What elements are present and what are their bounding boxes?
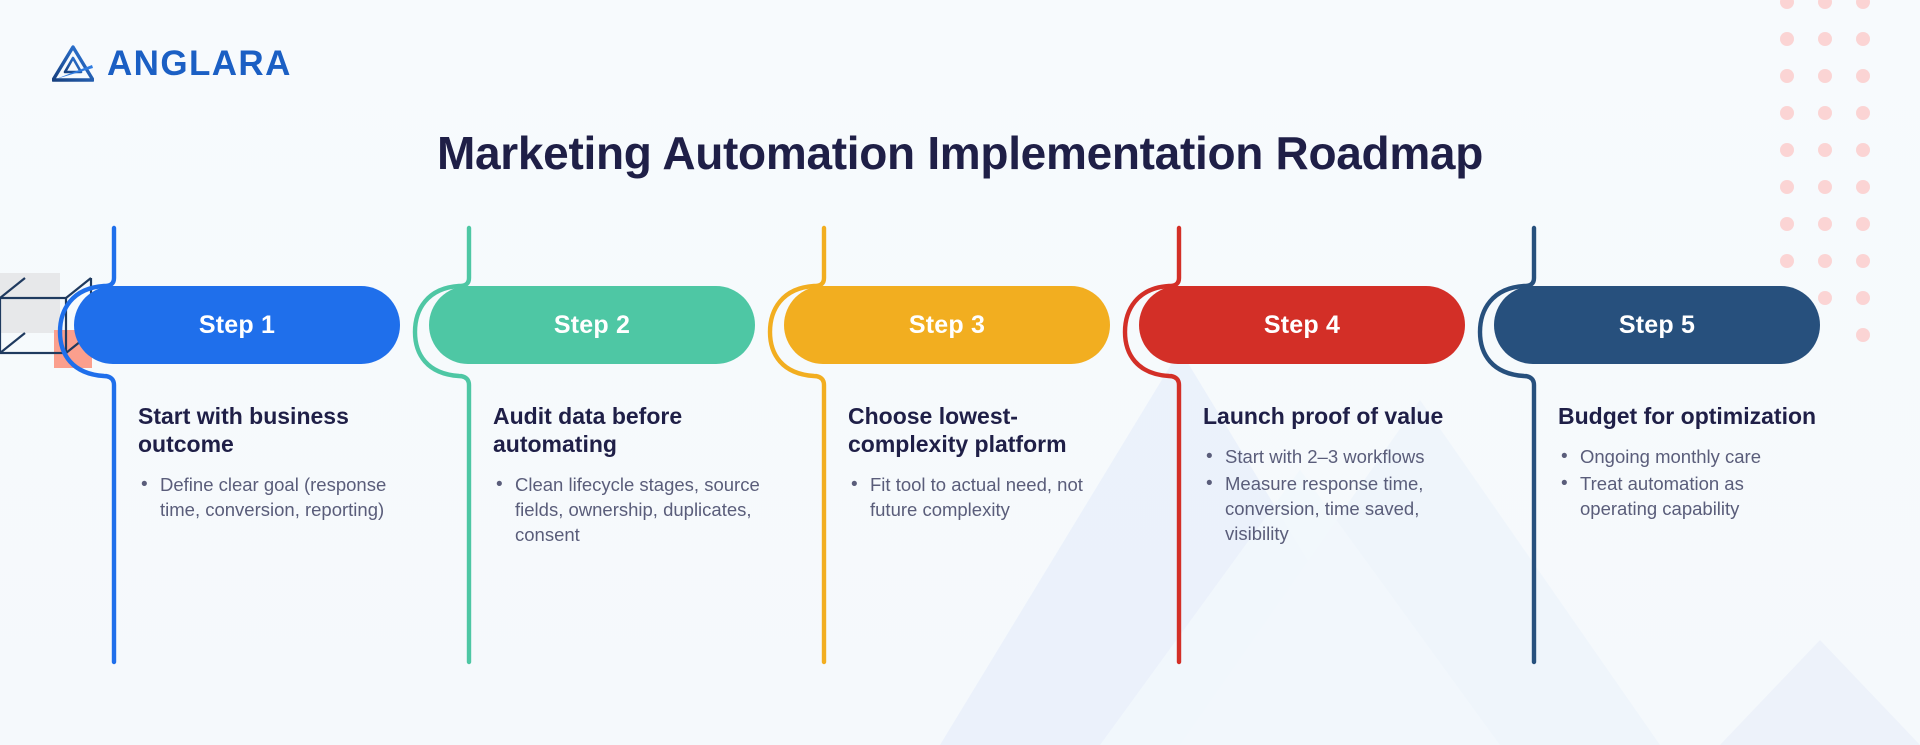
step-badge-4[interactable]: Step 4 [1139,286,1465,364]
roadmap-step-4: Step 4 Launch proof of valueStart with 2–… [1117,222,1473,692]
step-body-4: Launch proof of valueStart with 2–3 work… [1203,402,1471,549]
step-connector-line [1477,225,1537,665]
brand-name: ANGLARA [107,44,292,83]
step-heading: Choose lowest-complexity platform [848,403,1067,458]
roadmap-step-1: Step 1 Start with business outcomeDefine … [52,222,408,692]
roadmap-steps: Step 1 Start with business outcomeDefine … [0,222,1920,692]
step-bullet-item: Ongoing monthly care [1558,444,1826,470]
step-bullet-item: Treat automation as operating capability [1558,471,1826,522]
step-body-3: Choose lowest-complexity platformFit too… [848,402,1116,525]
step-badge-3[interactable]: Step 3 [784,286,1110,364]
step-bullet-list: Ongoing monthly careTreat automation as … [1558,444,1826,522]
step-badge-label: Step 2 [553,310,631,339]
step-heading: Budget for optimization [1558,403,1817,429]
step-connector-line [412,225,472,665]
step-badge-label: Step 4 [1263,310,1341,339]
roadmap-step-3: Step 3 Choose lowest-complexity platformF… [762,222,1118,692]
step-bullet-item: Define clear goal (response time, conver… [138,472,406,523]
brand-logo[interactable]: ANGLARA [52,44,292,84]
step-badge-label: Step 5 [1618,310,1696,339]
step-heading: Start with business outcome [138,403,349,458]
step-body-5: Budget for optimizationOngoing monthly c… [1558,402,1826,524]
step-heading: Audit data before automating [493,403,683,458]
step-bullet-item: Measure response time, conversion, time … [1203,471,1471,547]
step-badge-2[interactable]: Step 2 [429,286,755,364]
step-bullet-item: Fit tool to actual need, not future comp… [848,472,1116,523]
step-bullet-list: Define clear goal (response time, conver… [138,472,406,523]
roadmap-step-5: Step 5 Budget for optimizationOngoing mon… [1472,222,1828,692]
step-badge-label: Step 1 [198,310,276,339]
step-badge-5[interactable]: Step 5 [1494,286,1820,364]
anglara-triangle-logo-icon [52,45,94,82]
step-bullet-list: Clean lifecycle stages, source fields, o… [493,472,761,548]
page-title: Marketing Automation Implementation Road… [436,127,1484,179]
step-bullet-item: Start with 2–3 workflows [1203,444,1471,470]
step-connector-line [767,225,827,665]
step-badge-1[interactable]: Step 1 [74,286,400,364]
step-body-2: Audit data before automatingClean lifecy… [493,402,761,550]
step-badge-label: Step 3 [908,310,986,339]
step-bullet-item: Clean lifecycle stages, source fields, o… [493,472,761,548]
step-bullet-list: Start with 2–3 workflowsMeasure response… [1203,444,1471,547]
step-heading: Launch proof of value [1203,403,1444,429]
step-bullet-list: Fit tool to actual need, not future comp… [848,472,1116,523]
step-body-1: Start with business outcomeDefine clear … [138,402,406,525]
roadmap-step-2: Step 2 Audit data before automatingClean … [407,222,763,692]
